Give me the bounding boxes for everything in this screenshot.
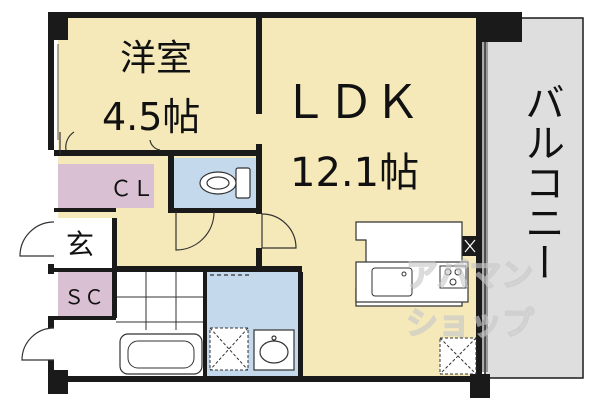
- doors: [19, 131, 297, 361]
- western-room-size: 4.5帖: [102, 95, 200, 139]
- shoe-closet: [58, 272, 116, 316]
- walls: [48, 12, 522, 398]
- ventilation-icon: [464, 239, 476, 253]
- washing-machine-space: [209, 327, 249, 371]
- refrigerator-space: [439, 337, 477, 375]
- closet-label: ＣＬ: [110, 177, 154, 202]
- ldk-room-size: 12.1帖: [290, 150, 419, 196]
- balcony-window: [482, 42, 488, 372]
- shoe-closet-label: ＳＣ: [64, 285, 104, 309]
- bathroom-tile-grid: [116, 272, 206, 330]
- western-room-name: 洋室: [120, 38, 192, 79]
- balcony-area: [484, 17, 584, 379]
- stove: [439, 265, 467, 289]
- watermark-line2: ショップ: [406, 304, 535, 342]
- toilet-fixture: [199, 167, 251, 199]
- closet: [58, 164, 154, 208]
- balcony-label: バルコニー: [518, 82, 564, 282]
- entrance-floor: [58, 218, 116, 266]
- bathtub-inner: [127, 340, 195, 369]
- western-room: [58, 18, 262, 154]
- ldk-room-name: ＬＤＫ: [282, 75, 420, 129]
- entrance-label: 玄: [66, 228, 94, 261]
- watermark-line1: アパマン: [406, 256, 533, 294]
- kitchen-sink: [371, 267, 413, 297]
- washbasin: [253, 329, 295, 371]
